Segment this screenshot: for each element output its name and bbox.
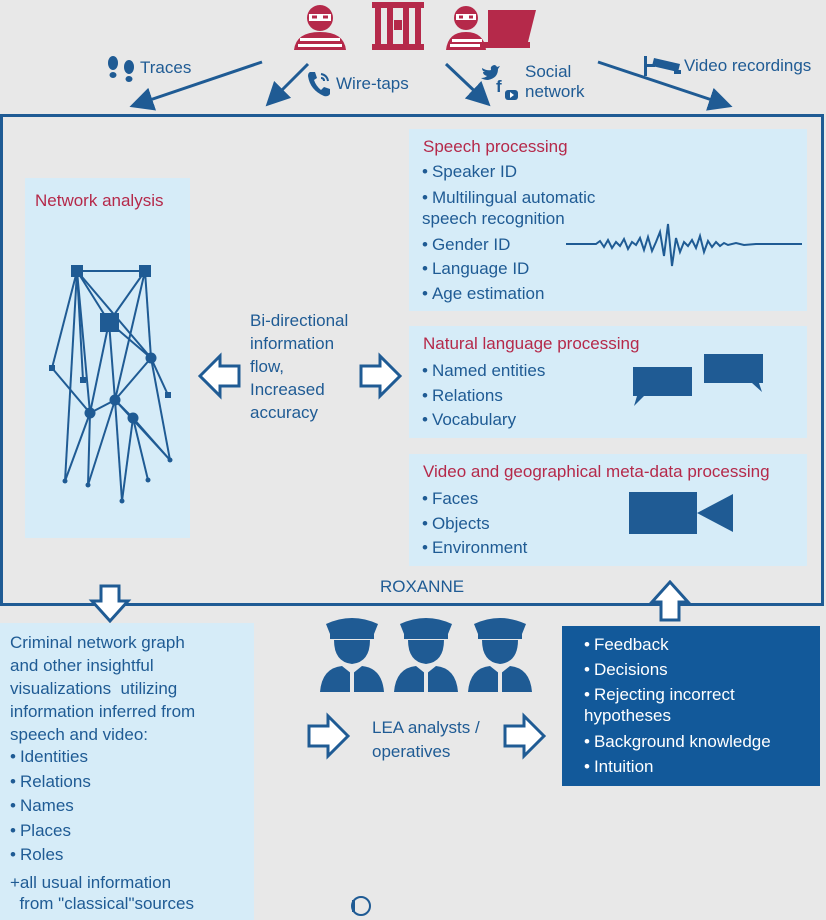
list-item: Vocabulary (422, 408, 545, 433)
watermark-logo-icon (351, 896, 371, 916)
arrow-to-feedback (503, 712, 546, 760)
output-list: Identities Relations Names Places Roles (10, 745, 91, 868)
output-intro: Criminal network graph and other insight… (10, 633, 196, 744)
arrow-wiretaps (265, 62, 310, 107)
network-graph (49, 265, 173, 504)
flow-text: Bi-directional information flow, Increas… (250, 311, 349, 422)
nlp-list: Named entities Relations Vocabulary (422, 359, 545, 433)
arrow-to-analysts (307, 712, 350, 760)
social-media-icon: f (481, 65, 518, 100)
list-item: Gender ID (422, 233, 595, 258)
video-camera-icon (629, 492, 733, 534)
source-traces-label: Traces (140, 58, 192, 77)
audio-waveform-icon (566, 223, 802, 267)
list-item: Faces (422, 487, 527, 512)
list-item: Objects (422, 512, 527, 537)
speech-processing-title: Speech processing (423, 137, 568, 156)
video-title: Video and geographical meta-data process… (423, 462, 770, 481)
list-item: Age estimation (422, 282, 595, 307)
list-item: Names (10, 794, 91, 819)
list-item: Roles (10, 843, 91, 868)
criminal-icon (294, 5, 346, 50)
nlp-title: Natural language processing (423, 334, 640, 353)
list-item: Places (10, 819, 91, 844)
speech-bubbles-icon (633, 354, 763, 406)
source-wiretaps-label: Wire-taps (336, 74, 409, 93)
network-analysis-title: Network analysis (35, 191, 164, 210)
footprints-icon (108, 56, 134, 82)
roxanne-frame (0, 114, 824, 606)
list-item: Relations (10, 770, 91, 795)
list-item: Language ID (422, 257, 595, 282)
arrow-traces (129, 60, 263, 111)
list-item: Feedback (584, 633, 771, 658)
flow-arrow-right (359, 352, 402, 400)
list-item: Intuition (584, 755, 771, 780)
feedback-list: Feedback Decisions Rejecting incorrect h… (584, 633, 771, 779)
output-extra: +all usual information from "classical"s… (10, 873, 195, 913)
phone-icon (308, 72, 330, 97)
police-officers-icon (320, 618, 532, 692)
flow-arrow-left (198, 352, 241, 400)
speech-processing-list: Speaker ID Multilingual automatic speech… (422, 160, 595, 306)
source-video-label: Video recordings (684, 56, 812, 75)
cctv-camera-icon (644, 56, 681, 76)
prison-bars-icon (372, 2, 424, 50)
arrow-video (597, 60, 733, 111)
svg-text:f: f (496, 77, 502, 96)
video-list: Faces Objects Environment (422, 487, 527, 561)
source-arrows (129, 60, 733, 111)
network-analysis-panel (25, 178, 190, 538)
list-item: Multilingual automatic speech recognitio… (422, 185, 595, 233)
source-social-label: Social network (525, 62, 585, 101)
list-item: Rejecting incorrect hypotheses (584, 682, 771, 730)
list-item: Named entities (422, 359, 545, 384)
list-item: Identities (10, 745, 91, 770)
list-item: Background knowledge (584, 730, 771, 755)
list-item: Environment (422, 536, 527, 561)
arrow-social (444, 62, 491, 107)
list-item: Speaker ID (422, 160, 595, 185)
analysts-label: LEA analysts / operatives (372, 718, 480, 761)
roxanne-label: ROXANNE (380, 577, 465, 596)
list-item: Relations (422, 384, 545, 409)
list-item: Decisions (584, 658, 771, 683)
up-arrow-feedback (648, 580, 692, 622)
down-arrow-output (88, 584, 132, 623)
criminal-laptop-icon (446, 6, 536, 50)
